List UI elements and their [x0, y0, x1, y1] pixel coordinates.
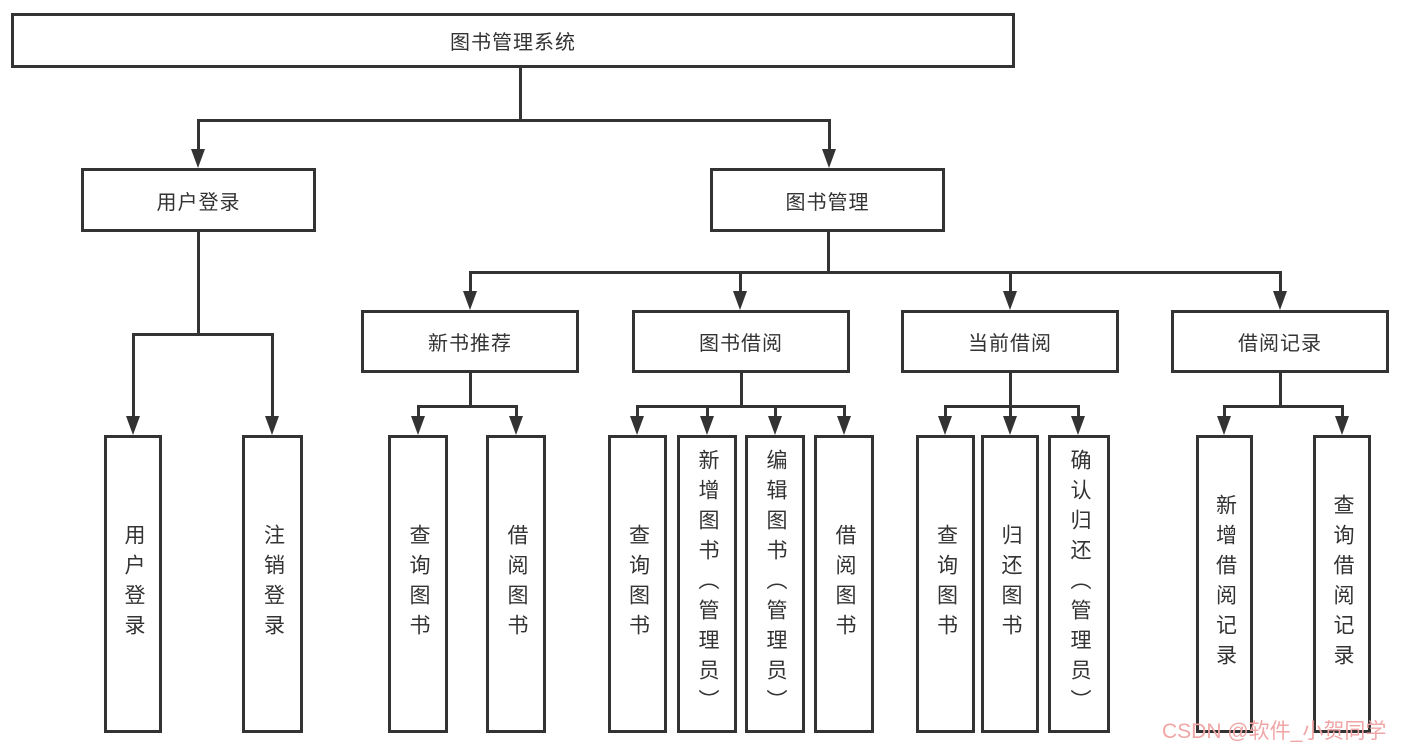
- connector-root-stem: [519, 68, 522, 121]
- arrow-down-icon: [463, 291, 477, 310]
- leaf-label: 查询借阅记录: [1331, 494, 1354, 674]
- arrow-down-icon: [191, 149, 205, 168]
- connector-drop-current-borrow: [1009, 271, 1012, 292]
- connector-drop-user-login: [197, 119, 200, 150]
- node-library-management-system: 图书管理系统: [11, 13, 1015, 68]
- node-label: 当前借阅: [968, 333, 1052, 355]
- node-label: 借阅记录: [1238, 333, 1322, 355]
- leaf-query-book-1: 查询图书: [388, 435, 448, 733]
- connector-userlogin-stem: [197, 232, 200, 336]
- leaf-label: 确认归还（管理员）: [1068, 449, 1091, 719]
- arrow-down-icon: [1335, 416, 1349, 435]
- connector-root-bar: [197, 119, 831, 122]
- connector-currentborrow-bar: [944, 405, 1080, 408]
- connector-drop-leaf: [1341, 405, 1344, 417]
- connector-drop-leaf: [636, 405, 639, 417]
- leaf-return-book: 归还图书: [981, 435, 1039, 733]
- arrow-down-icon: [1003, 416, 1017, 435]
- arrow-down-icon: [768, 416, 782, 435]
- leaf-label: 借阅图书: [833, 524, 856, 644]
- leaf-label: 查询图书: [934, 524, 958, 644]
- connector-drop-leaf: [417, 405, 420, 417]
- arrow-down-icon: [265, 416, 279, 435]
- leaf-label: 新增图书（管理员）: [696, 449, 719, 719]
- arrow-down-icon: [630, 416, 644, 435]
- node-new-book-recommend: 新书推荐: [361, 310, 579, 373]
- arrow-down-icon: [411, 416, 425, 435]
- connector-drop-leaf: [271, 333, 274, 417]
- connector-drop-book-mgmt: [828, 119, 831, 150]
- connector-drop-leaf: [132, 333, 135, 417]
- leaf-borrow-book-2: 借阅图书: [814, 435, 874, 733]
- connector-currentborrow-stem: [1009, 373, 1012, 408]
- node-current-borrow: 当前借阅: [901, 310, 1119, 373]
- leaf-add-borrow-record: 新增借阅记录: [1196, 435, 1253, 733]
- connector-drop-leaf: [1009, 405, 1012, 417]
- leaf-label: 用户登录: [122, 524, 145, 644]
- leaf-borrow-book-1: 借阅图书: [486, 435, 546, 733]
- connector-newbook-bar: [417, 405, 518, 408]
- connector-drop-leaf: [944, 405, 947, 417]
- node-label: 新书推荐: [428, 333, 512, 355]
- arrow-down-icon: [1273, 291, 1287, 310]
- node-book-management: 图书管理: [710, 168, 945, 232]
- leaf-label: 查询图书: [407, 524, 430, 644]
- arrow-down-icon: [509, 416, 523, 435]
- connector-bookborrow-stem: [740, 373, 743, 408]
- connector-bookmgmt-stem: [827, 232, 830, 273]
- node-borrow-record: 借阅记录: [1171, 310, 1389, 373]
- leaf-label: 查询图书: [626, 524, 650, 644]
- leaf-label: 新增借阅记录: [1213, 494, 1237, 674]
- leaf-user-login: 用户登录: [104, 435, 162, 733]
- connector-drop-leaf: [843, 405, 846, 417]
- node-user-login: 用户登录: [81, 168, 316, 232]
- leaf-edit-book-admin: 编辑图书（管理员）: [745, 435, 805, 733]
- arrow-down-icon: [1003, 291, 1017, 310]
- node-label: 图书管理系统: [450, 32, 576, 54]
- leaf-query-book-3: 查询图书: [916, 435, 975, 733]
- connector-borrowrecord-stem: [1279, 373, 1282, 408]
- connector-userlogin-bar: [132, 333, 274, 336]
- node-label: 图书管理: [785, 191, 870, 214]
- leaf-confirm-return-admin: 确认归还（管理员）: [1048, 435, 1110, 733]
- leaf-query-borrow-record: 查询借阅记录: [1313, 435, 1371, 733]
- connector-drop-new-book: [469, 271, 472, 292]
- connector-bookborrow-bar: [636, 405, 846, 408]
- leaf-query-book-2: 查询图书: [608, 435, 667, 733]
- leaf-label: 注销登录: [261, 524, 285, 644]
- connector-drop-leaf: [1223, 405, 1226, 417]
- arrow-down-icon: [822, 149, 836, 168]
- leaf-add-book-admin: 新增图书（管理员）: [677, 435, 737, 733]
- node-label: 图书借阅: [699, 333, 783, 355]
- leaf-label: 借阅图书: [505, 524, 528, 644]
- arrow-down-icon: [700, 416, 714, 435]
- connector-drop-leaf: [706, 405, 709, 417]
- arrow-down-icon: [837, 416, 851, 435]
- arrow-down-icon: [1217, 416, 1231, 435]
- arrow-down-icon: [733, 291, 747, 310]
- connector-drop-leaf: [774, 405, 777, 417]
- leaf-label: 归还图书: [999, 524, 1022, 644]
- connector-newbook-stem: [469, 373, 472, 408]
- leaf-label: 编辑图书（管理员）: [764, 449, 787, 719]
- connector-bookmgmt-bar: [469, 271, 1281, 274]
- connector-drop-book-borrow: [739, 271, 742, 292]
- arrow-down-icon: [938, 416, 952, 435]
- node-book-borrow: 图书借阅: [632, 310, 850, 373]
- connector-drop-leaf: [1077, 405, 1080, 417]
- connector-borrowrecord-bar: [1223, 405, 1343, 408]
- connector-drop-leaf: [515, 405, 518, 417]
- node-label: 用户登录: [156, 191, 241, 214]
- connector-drop-borrow-record: [1279, 271, 1282, 292]
- arrow-down-icon: [126, 416, 140, 435]
- leaf-logout: 注销登录: [242, 435, 303, 733]
- watermark: CSDN @软件_小贺同学: [1162, 720, 1387, 743]
- arrow-down-icon: [1071, 416, 1085, 435]
